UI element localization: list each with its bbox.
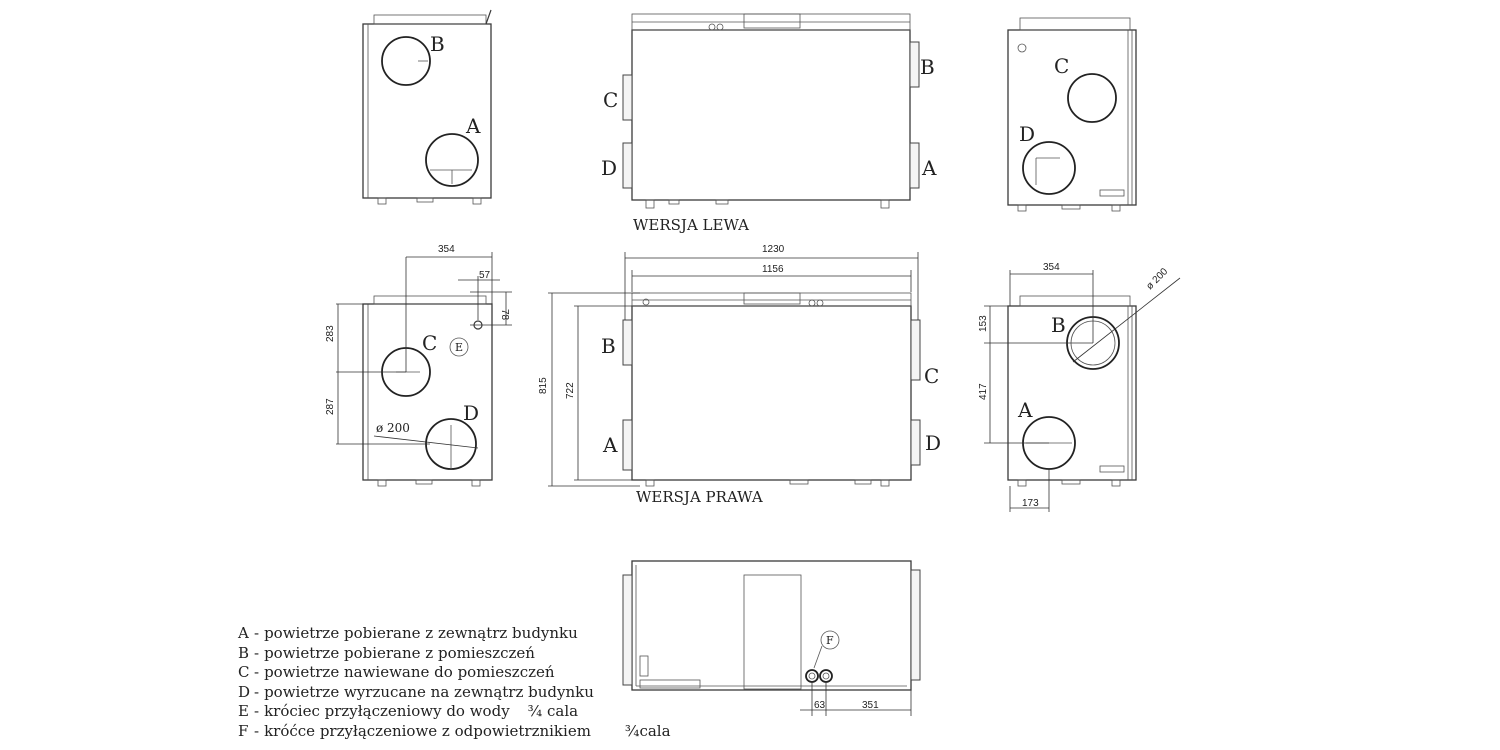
label-d: D bbox=[925, 431, 941, 455]
label-d: D bbox=[463, 401, 479, 425]
legend-key: B bbox=[238, 643, 250, 662]
dim-354-right: 354 bbox=[1043, 262, 1060, 273]
dim-dia-200-left: ø 200 bbox=[376, 421, 410, 435]
side-view-middle-right: B A 354 ø 200 153 417 173 bbox=[978, 262, 1181, 512]
legend-item: E-króciec przyłączeniowy do wody ¾ cala bbox=[238, 702, 671, 722]
legend: A-powietrze pobierane z zewnątrz budynku… bbox=[238, 624, 671, 741]
dim-283: 283 bbox=[325, 325, 336, 342]
label-c: C bbox=[603, 88, 618, 112]
dim-815: 815 bbox=[538, 377, 549, 394]
legend-item: B-powietrze pobierane z pomieszczeń bbox=[238, 644, 671, 664]
dim-722: 722 bbox=[565, 382, 576, 399]
label-a: A bbox=[465, 114, 481, 138]
legend-key: A bbox=[238, 624, 249, 642]
dim-153: 153 bbox=[978, 315, 989, 332]
label-a: A bbox=[921, 156, 937, 180]
port-d-circle bbox=[1022, 141, 1076, 195]
legend-text: powietrze pobierane z pomieszczeń bbox=[264, 643, 535, 662]
label-f: F bbox=[826, 634, 834, 647]
legend-item: C-powietrze nawiewane do pomieszczeń bbox=[238, 663, 671, 683]
label-e: E bbox=[455, 341, 463, 354]
legend-item: A-powietrze pobierane z zewnątrz budynku bbox=[238, 624, 671, 644]
port-c-circle bbox=[1067, 73, 1117, 123]
front-view-left-version: C D B A WERSJA LEWA bbox=[601, 13, 937, 234]
legend-separator: - bbox=[254, 663, 260, 681]
legend-text: powietrze wyrzucane na zewnątrz budynku bbox=[264, 682, 594, 701]
legend-key: C bbox=[238, 663, 250, 681]
label-a: A bbox=[1017, 398, 1033, 422]
caption-left-version: WERSJA LEWA bbox=[633, 216, 749, 234]
dim-287: 287 bbox=[325, 398, 336, 415]
dim-63: 63 bbox=[814, 700, 826, 711]
legend-separator: - bbox=[254, 624, 260, 642]
legend-key: E bbox=[238, 702, 249, 720]
label-b: B bbox=[601, 334, 616, 358]
side-view-top-left: B A bbox=[362, 9, 492, 205]
label-b: B bbox=[1051, 313, 1066, 337]
bottom-view: F 63 351 bbox=[622, 560, 921, 716]
dim-1230: 1230 bbox=[762, 244, 785, 255]
port-a-circle bbox=[425, 133, 479, 187]
dim-57: 57 bbox=[479, 270, 491, 281]
marker-e-circle bbox=[449, 337, 469, 357]
front-view-right-version: B A C D 1230 1156 815 722 WERSJA PRAWA bbox=[538, 244, 941, 506]
legend-separator: - bbox=[254, 721, 260, 740]
legend-separator: - bbox=[254, 702, 260, 720]
label-d: D bbox=[601, 156, 617, 180]
side-view-top-right: C D bbox=[1007, 17, 1137, 212]
marker-f-circle bbox=[820, 630, 840, 650]
dim-173: 173 bbox=[1022, 498, 1039, 509]
caption-right-version: WERSJA PRAWA bbox=[636, 488, 763, 506]
label-b: B bbox=[920, 55, 935, 79]
side-view-middle-left: E C D 354 57 78 283 287 ø 200 bbox=[325, 244, 512, 487]
legend-separator: - bbox=[254, 682, 260, 701]
legend-text: króciec przyłączeniowy do wody bbox=[264, 702, 510, 720]
label-d: D bbox=[1019, 122, 1035, 146]
legend-text: króćce przyłączeniowe z odpowietrznikiem bbox=[264, 721, 591, 740]
legend-item: F-króćce przyłączeniowe z odpowietrzniki… bbox=[238, 722, 671, 742]
legend-item: D-powietrze wyrzucane na zewnątrz budynk… bbox=[238, 683, 671, 703]
label-c: C bbox=[924, 364, 939, 388]
label-c: C bbox=[1054, 54, 1069, 78]
legend-unit: ¾cala bbox=[624, 721, 671, 740]
label-c: C bbox=[422, 331, 437, 355]
dim-351: 351 bbox=[862, 700, 879, 711]
dim-417: 417 bbox=[978, 383, 989, 400]
legend-key: D bbox=[238, 682, 251, 701]
dim-78: 78 bbox=[499, 309, 510, 321]
legend-unit: ¾ cala bbox=[527, 702, 579, 720]
dim-1156: 1156 bbox=[762, 264, 784, 275]
label-a: A bbox=[602, 433, 618, 457]
port-b-circle bbox=[381, 36, 431, 86]
legend-separator: - bbox=[254, 643, 260, 662]
label-b: B bbox=[430, 32, 445, 56]
dim-354-left: 354 bbox=[438, 244, 455, 255]
legend-text: powietrze pobierane z zewnątrz budynku bbox=[264, 624, 578, 642]
legend-key: F bbox=[238, 721, 249, 740]
legend-text: powietrze nawiewane do pomieszczeń bbox=[264, 663, 555, 681]
